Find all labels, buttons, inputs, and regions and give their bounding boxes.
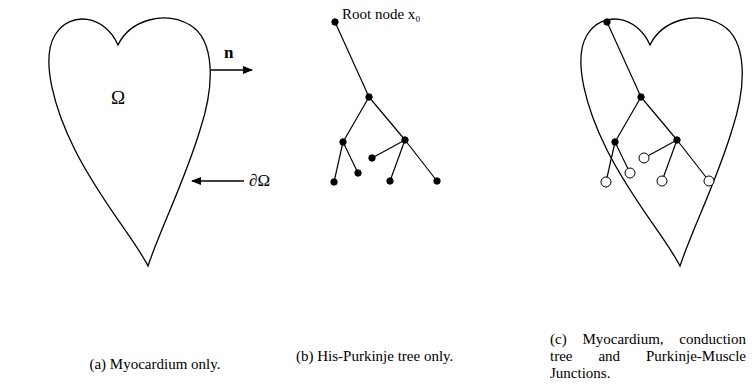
panel-caption: (c) Myocardium, conduction tree and Purk…: [550, 331, 746, 382]
heart-outline: [45, 18, 220, 270]
tree-node: [332, 19, 338, 25]
root-label: Root node x₀: [342, 6, 421, 23]
purkinje-tree: [331, 19, 440, 185]
heart-region: Ω: [45, 18, 220, 270]
tree-node: [340, 139, 346, 145]
tree-branch: [369, 97, 405, 140]
junction-circle: [657, 176, 667, 186]
tree-node: [674, 137, 680, 143]
junction-circle: [639, 153, 649, 163]
tree-branch: [405, 140, 437, 181]
purkinje-tree: [601, 19, 714, 187]
tree-node: [331, 179, 337, 185]
normal-label: n: [224, 44, 233, 61]
heart-outline: [49, 18, 210, 266]
tree-branch: [372, 140, 405, 158]
tree-branch: [615, 97, 641, 142]
tree-branch: [390, 140, 405, 181]
tree-branch: [343, 142, 358, 173]
tree-branch: [606, 142, 615, 182]
tree-branch: [644, 140, 677, 158]
tree-branch: [334, 142, 343, 182]
heart-outline: [581, 18, 742, 266]
normal-arrow: [211, 69, 252, 70]
junction-circle: [625, 168, 635, 178]
tree-branch: [662, 140, 677, 181]
panel-caption: (a) Myocardium only.: [40, 356, 270, 373]
tree-branch: [641, 97, 677, 140]
tree-node: [366, 94, 372, 100]
tree-branch: [335, 22, 369, 97]
tree-branch: [607, 22, 641, 97]
boundary-arrow: [192, 180, 244, 181]
tree-branch: [677, 140, 709, 181]
junction-circle: [601, 177, 611, 187]
tree-node: [638, 94, 644, 100]
tree-node: [604, 19, 610, 25]
tree-node: [369, 155, 375, 161]
tree-node: [355, 170, 361, 176]
boundary-label: ∂Ω: [249, 172, 270, 189]
panel-caption: (b) His-Purkinje tree only.: [296, 348, 456, 365]
region-symbol: Ω: [111, 87, 125, 109]
tree-node: [402, 137, 408, 143]
tree-node: [387, 178, 393, 184]
junction-circle: [704, 176, 714, 186]
tree-node: [612, 139, 618, 145]
tree-branch: [343, 97, 369, 142]
tree-node: [434, 178, 440, 184]
